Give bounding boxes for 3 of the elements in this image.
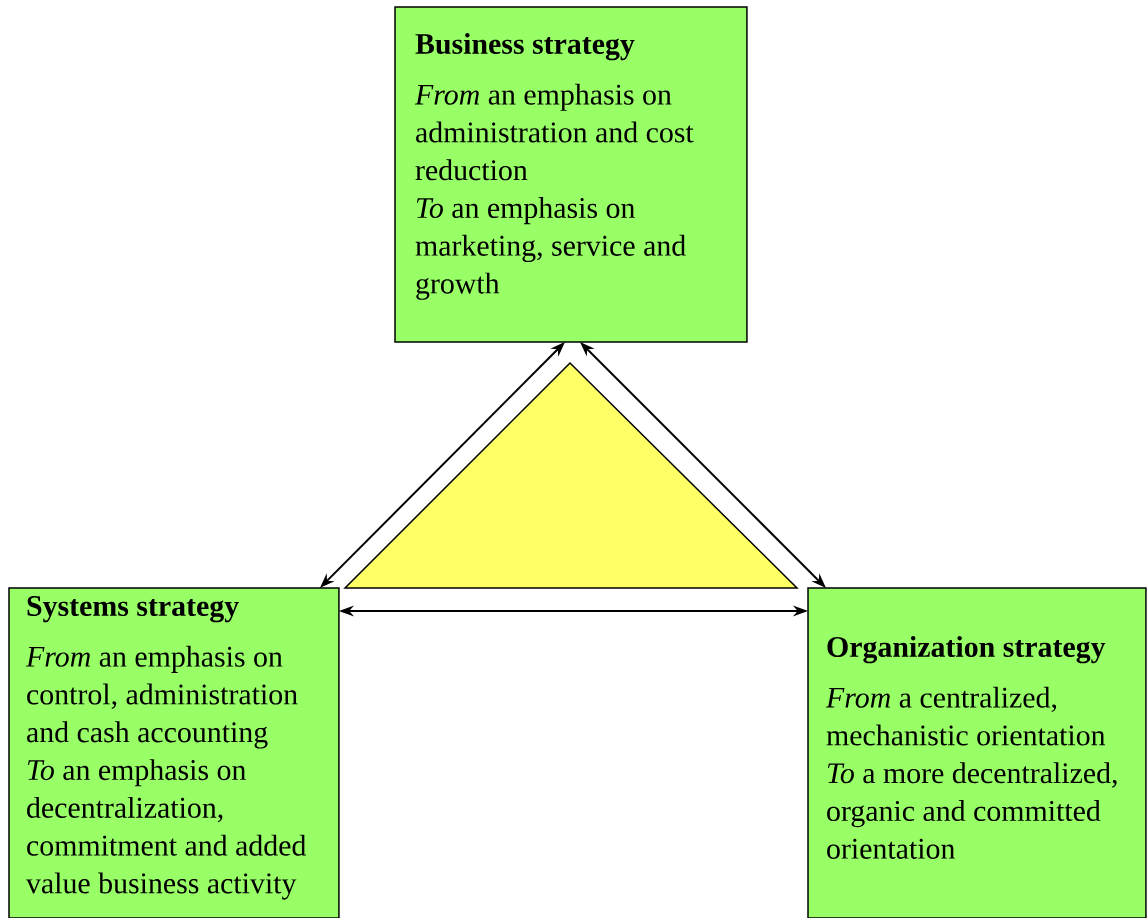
strategy-box: Organization strategy From a centralized, mechanistic orientation To a more decentralized, organic and committed orientation — [807, 587, 1147, 918]
strategy-box: Business strategy From an emphasis on administration and cost reduction To an emphasis on marketing, service and growth — [394, 6, 748, 343]
strategy-box: Systems strategy From an emphasis on control, administration and cash accounting To an emphasis on decentralization, commitment and added value business activity — [8, 587, 340, 918]
